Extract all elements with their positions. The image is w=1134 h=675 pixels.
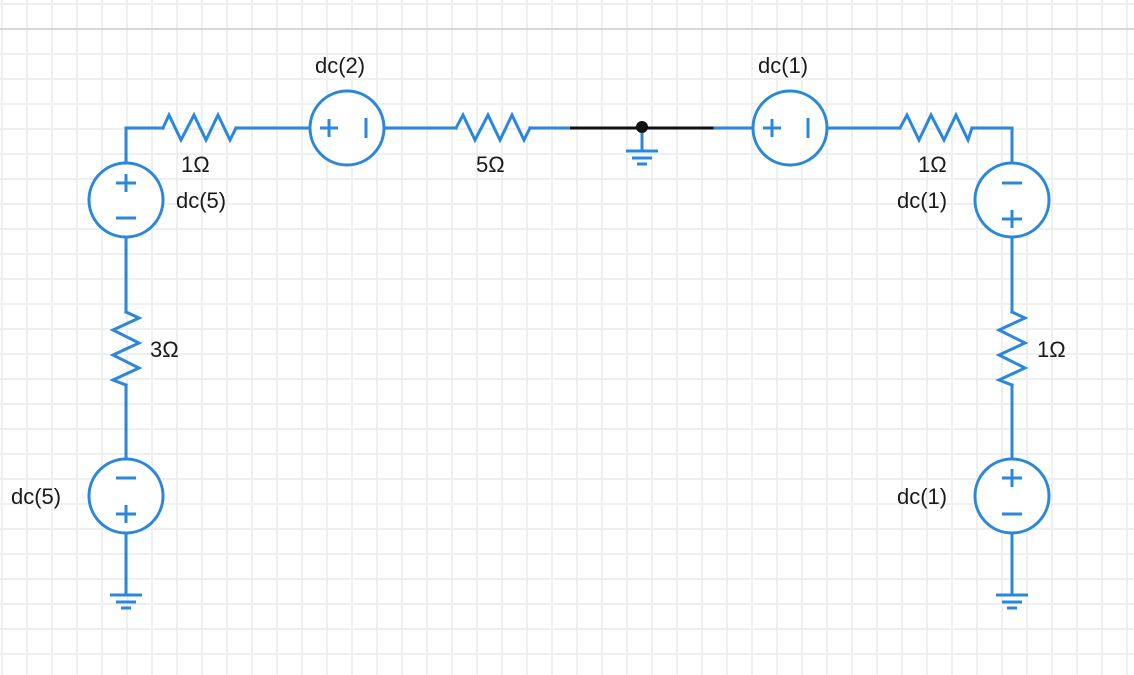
voltage-source-dc1-top[interactable] bbox=[751, 89, 829, 167]
voltage-source-dc2[interactable] bbox=[308, 89, 386, 167]
resistor-top-left[interactable] bbox=[161, 111, 239, 144]
ground-left-bottom[interactable] bbox=[110, 593, 142, 610]
voltage-source-dc1-right-upper[interactable] bbox=[973, 161, 1051, 239]
wire-right-top-corner[interactable] bbox=[970, 126, 1014, 165]
resistor-top-mid[interactable] bbox=[453, 111, 533, 144]
resistor-top-right[interactable] bbox=[897, 111, 974, 144]
voltage-source-dc5-upper[interactable] bbox=[87, 161, 165, 239]
resistor-right-label: 1Ω bbox=[1037, 337, 1066, 362]
voltage-source-dc1-right-lower[interactable] bbox=[973, 457, 1051, 535]
wire-left-top-corner[interactable] bbox=[124, 126, 165, 165]
ground-right-bottom[interactable] bbox=[996, 593, 1028, 610]
resistor-top-right-label: 1Ω bbox=[918, 152, 947, 177]
voltage-source-dc5-lower-label: dc(5) bbox=[11, 484, 61, 509]
node-junction-dot[interactable] bbox=[636, 121, 648, 133]
resistor-right[interactable] bbox=[995, 310, 1029, 387]
resistor-top-left-label: 1Ω bbox=[181, 152, 210, 177]
voltage-source-dc5-upper-label: dc(5) bbox=[176, 188, 226, 213]
resistor-left-label: 3Ω bbox=[150, 337, 179, 362]
voltage-source-dc5-lower[interactable] bbox=[87, 457, 165, 535]
voltage-source-dc1-right-lower-label: dc(1) bbox=[897, 484, 947, 509]
ground-center-node[interactable] bbox=[626, 133, 658, 166]
voltage-source-dc1-top-label: dc(1) bbox=[758, 53, 808, 78]
resistor-top-mid-label: 5Ω bbox=[476, 152, 505, 177]
resistor-left[interactable] bbox=[109, 310, 143, 387]
voltage-source-dc2-label: dc(2) bbox=[315, 53, 365, 78]
voltage-source-dc1-right-upper-label: dc(1) bbox=[897, 188, 947, 213]
